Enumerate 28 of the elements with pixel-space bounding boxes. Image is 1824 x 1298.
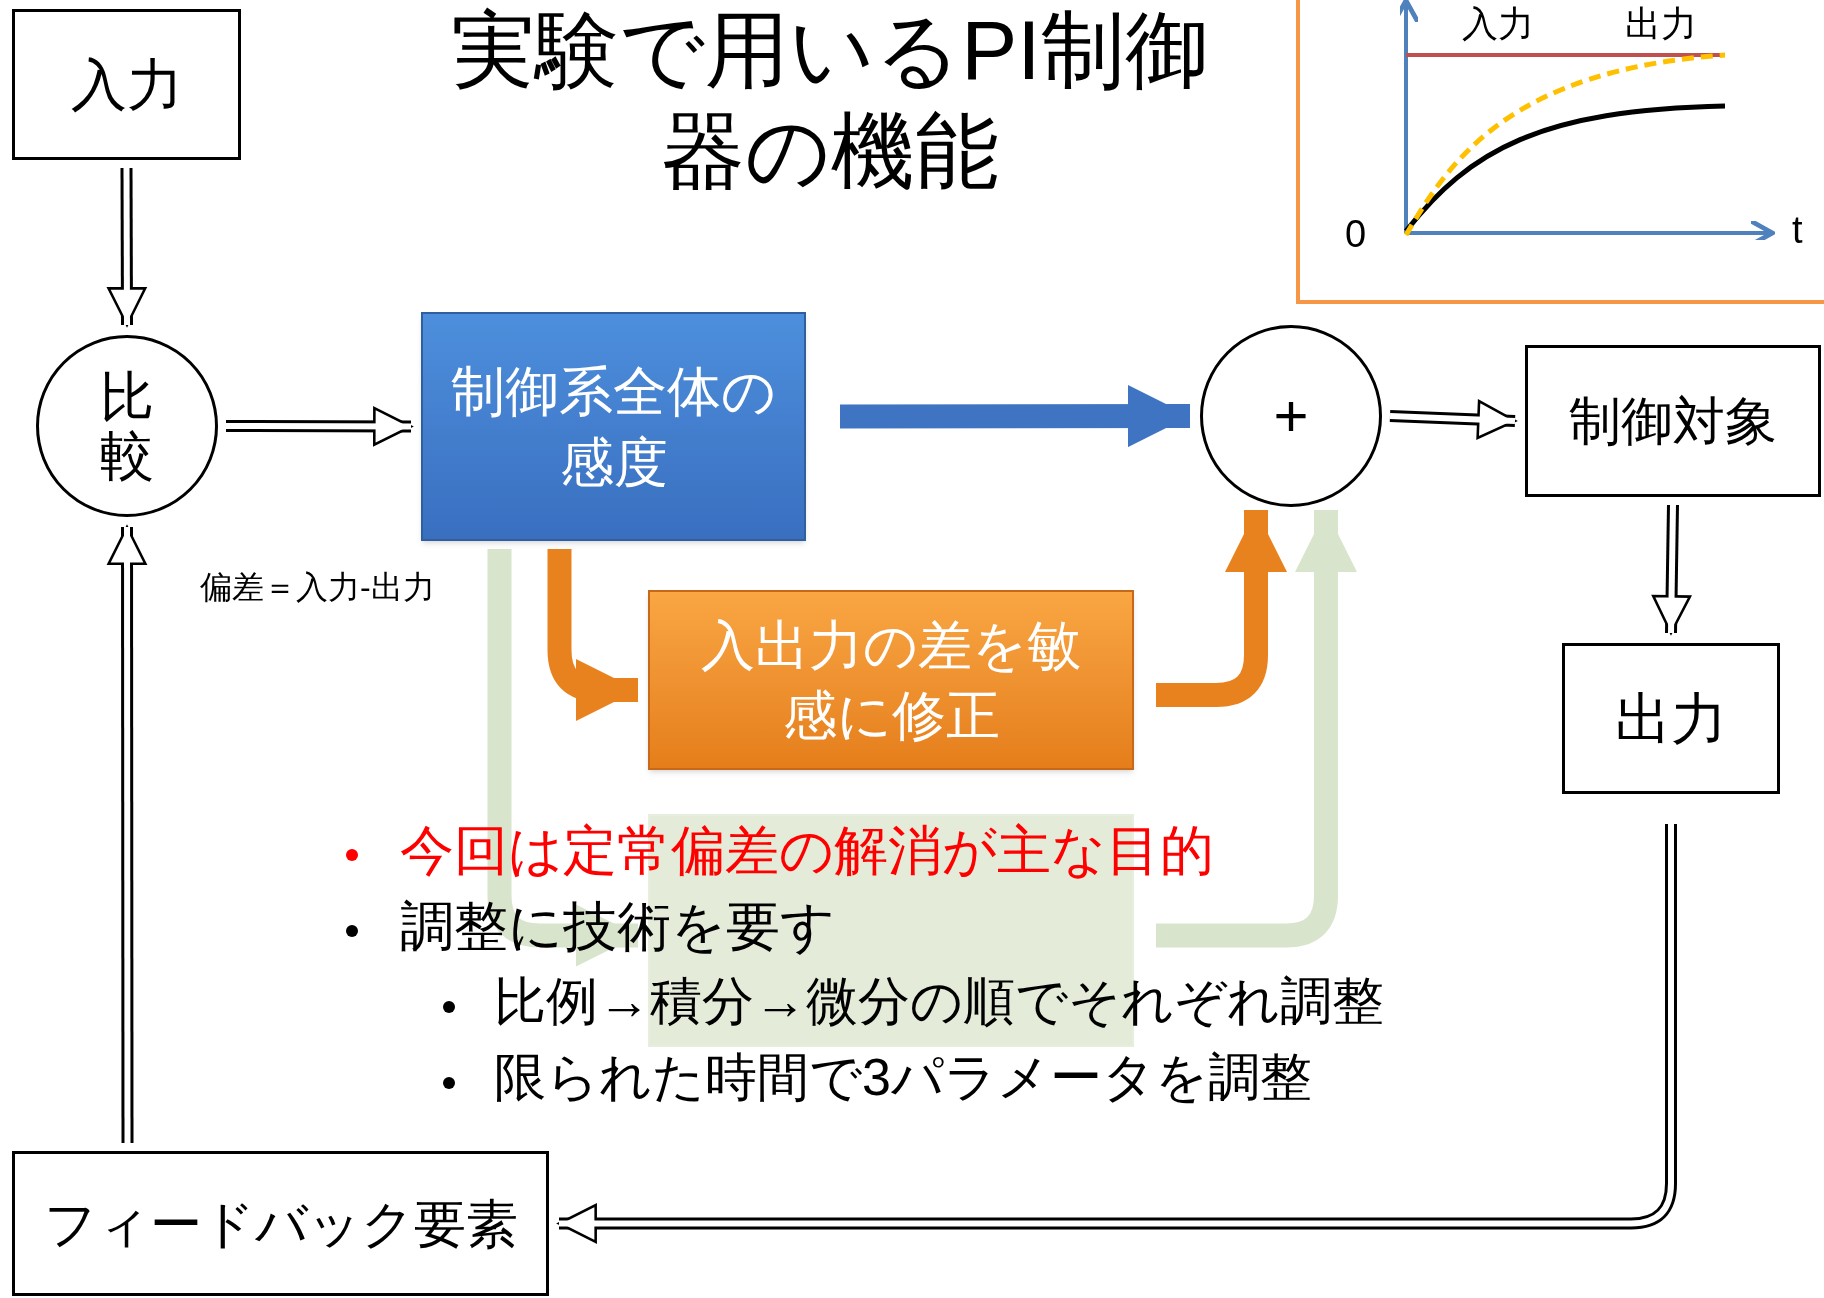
output-box xyxy=(1562,643,1780,794)
input-box xyxy=(12,9,241,160)
node-label: 入力 xyxy=(70,51,183,118)
deviation-note: 偏差＝入力-出力 xyxy=(200,568,435,607)
node-label: 出力 xyxy=(1615,685,1727,752)
node-label: 入出力の差を敏感に修正 xyxy=(700,613,1082,747)
process-box xyxy=(421,312,806,541)
axis-label: t xyxy=(1792,208,1803,253)
bullet-text: 比例→積分→微分の順でそれぞれ調整 xyxy=(494,971,1384,1032)
node-label: 制御対象 xyxy=(1569,391,1777,452)
axis-tick-label: 0 xyxy=(1345,212,1367,257)
series-label: 入力 xyxy=(1462,2,1534,46)
feedback-box xyxy=(12,1151,549,1296)
process-box xyxy=(648,590,1134,770)
node-label: 比較 xyxy=(100,366,154,486)
node-label: + xyxy=(1273,381,1309,451)
bullet-text: 調整に技術を要す xyxy=(400,895,835,958)
node-label: 制御系全体の感度 xyxy=(450,360,777,494)
block-arrow xyxy=(1156,510,1358,948)
plant-box xyxy=(1525,345,1821,497)
series-label: 出力 xyxy=(1625,2,1697,46)
block-arrow xyxy=(839,384,1191,448)
node-label: フィードバック要素 xyxy=(43,1193,518,1255)
bullet-text: 限られた時間で3パラメータを調整 xyxy=(494,1047,1312,1108)
block-arrow xyxy=(487,549,638,967)
bullet-text: 今回は定常偏差の解消が主な目的 xyxy=(400,819,1214,882)
title: 実験で用いるPI制御器の機能 xyxy=(450,2,1210,200)
block-arrow xyxy=(547,549,638,722)
